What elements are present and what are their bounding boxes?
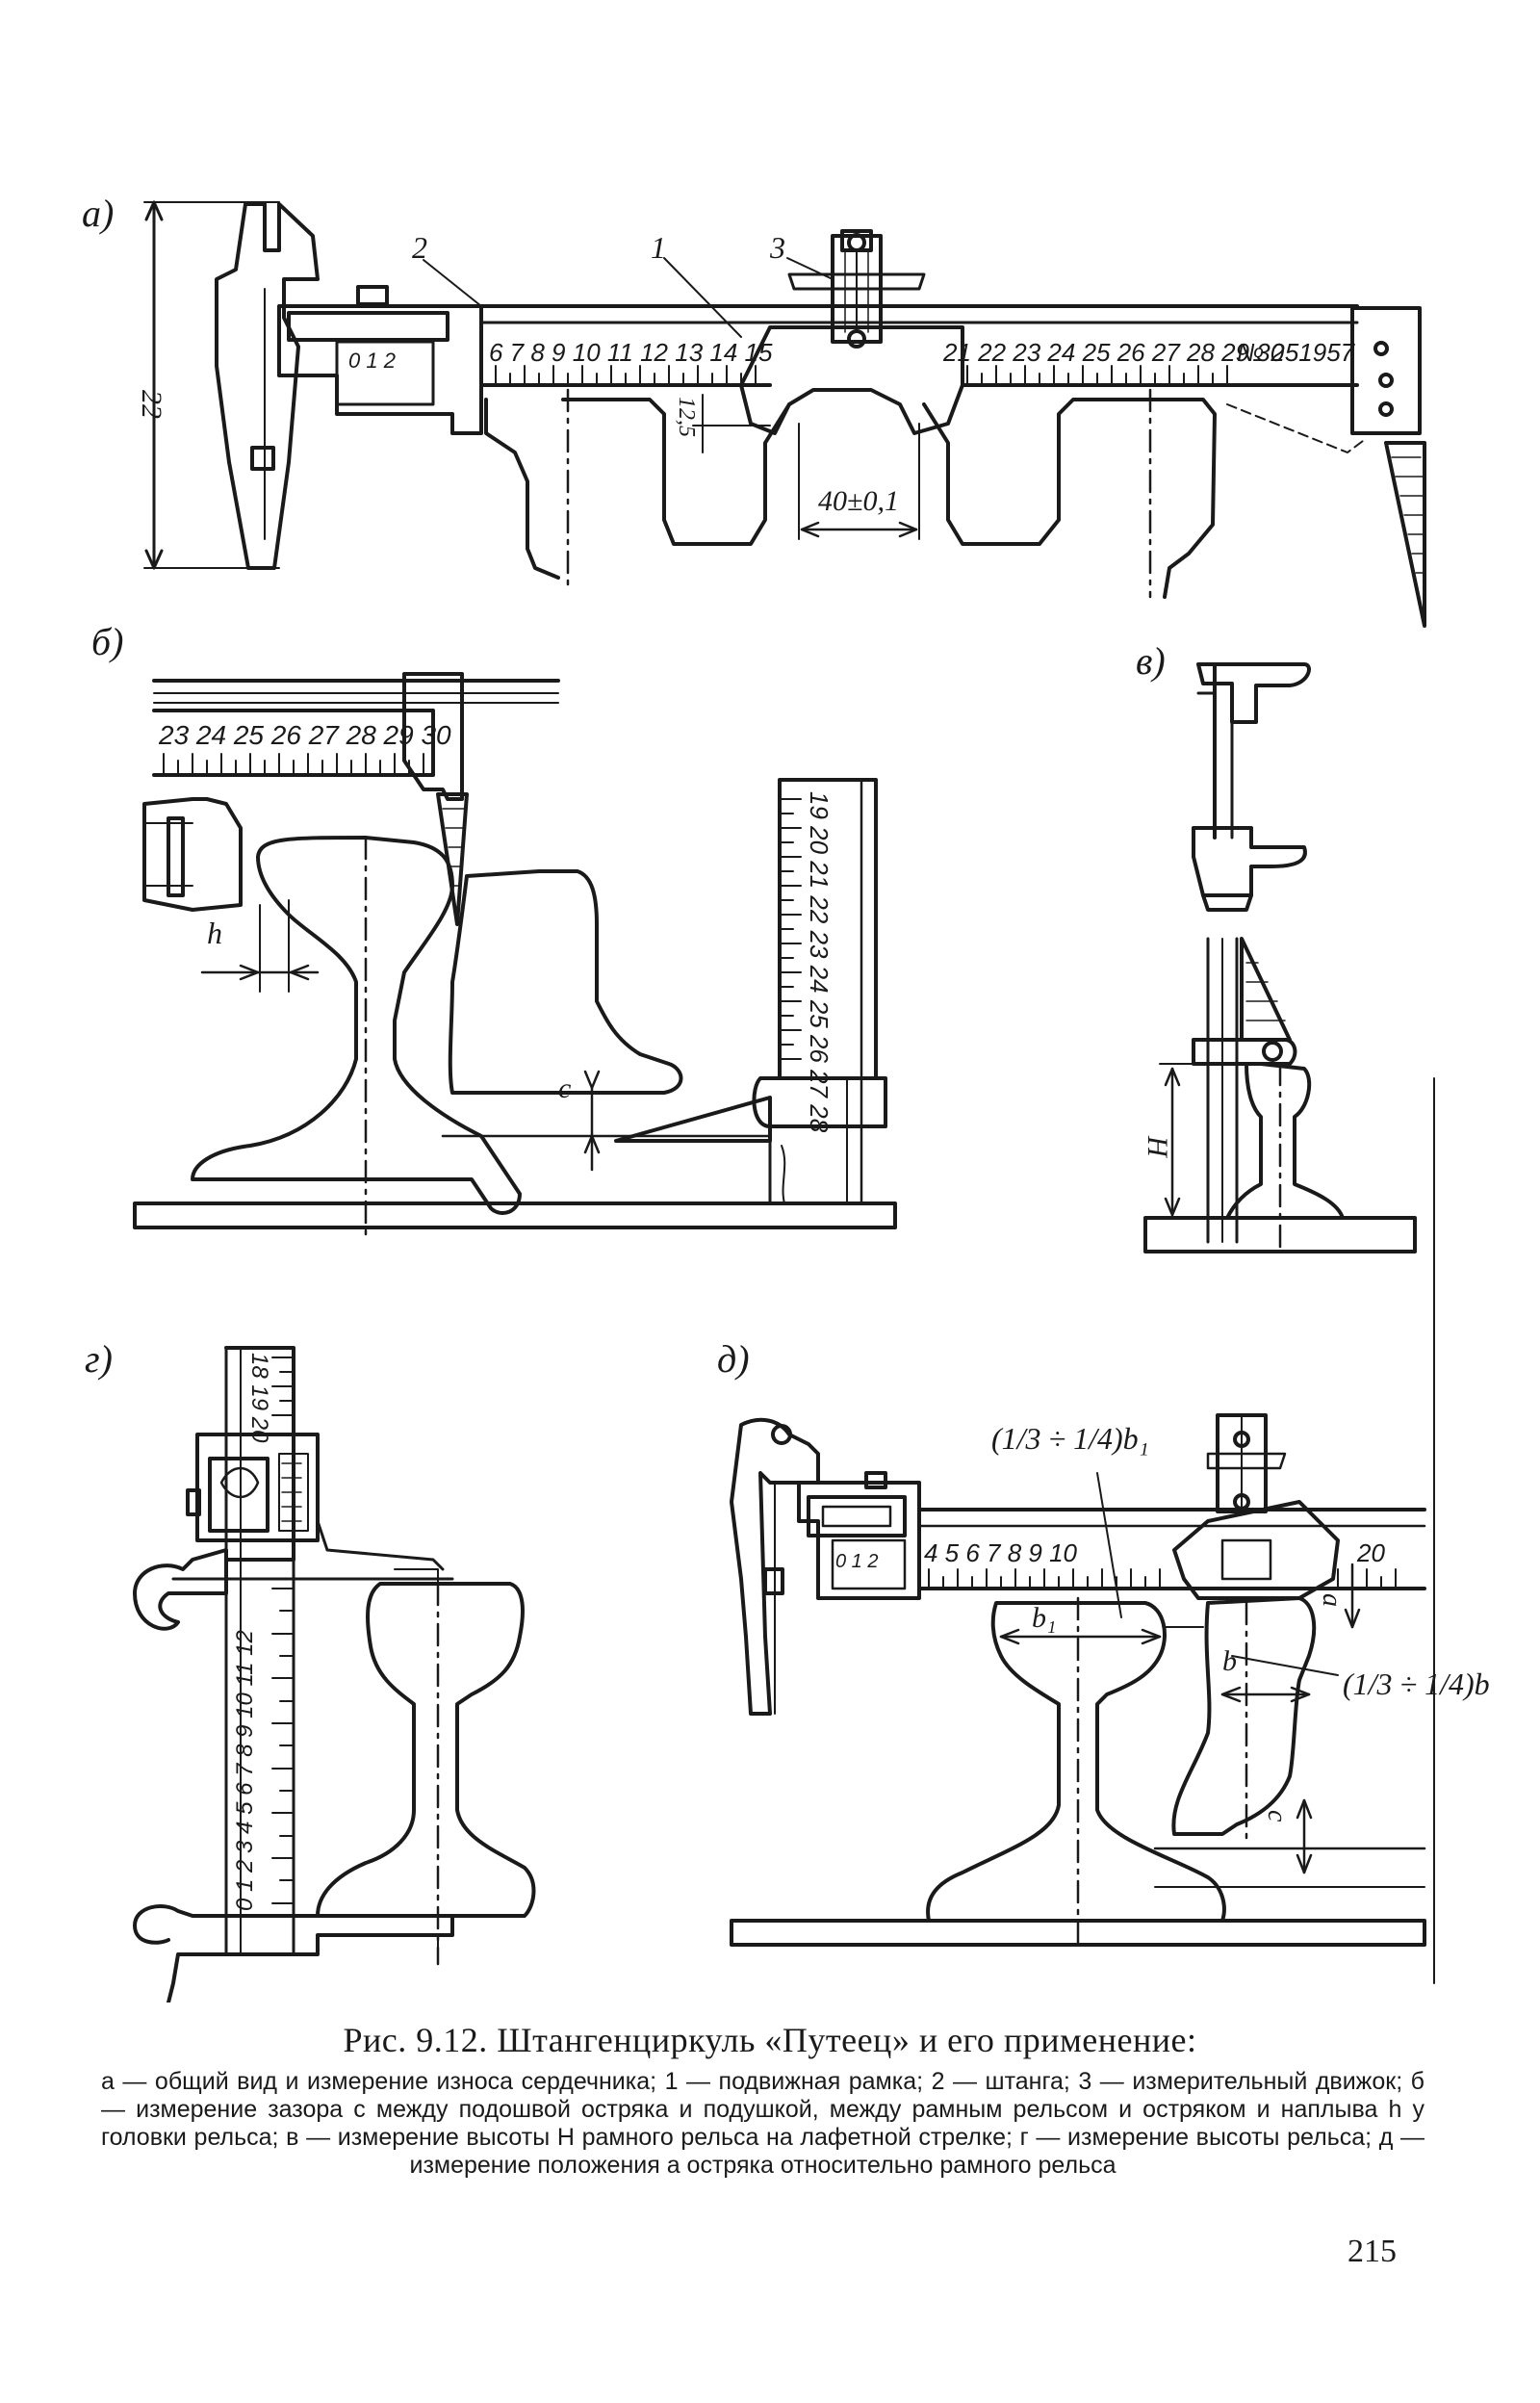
panel-a-height-label: 22 (136, 390, 167, 419)
panel-a-letter: а) (82, 192, 114, 235)
figure-caption-title: Рис. 9.12. Штангенциркуль «Путеец» и его… (343, 2021, 1197, 2059)
panel-v-letter: в) (1136, 639, 1166, 683)
page-number: 215 (1348, 2234, 1397, 2269)
panel-a-drawing (143, 200, 1426, 628)
dim-h: h (207, 916, 222, 950)
panel-g-letter: г) (85, 1337, 113, 1381)
panel-d-drawing (730, 1413, 1426, 1947)
panel-d-scale: 4 5 6 7 8 9 10 (924, 1538, 1078, 1567)
serial-number: № 251957 (1237, 338, 1356, 367)
panel-g-scale-v: 0 1 2 3 4 5 6 7 8 9 10 11 12 (232, 1630, 258, 1911)
panel-b-scale-v: 19 20 21 22 23 24 25 26 27 28 (805, 791, 834, 1133)
panel-v-drawing (1143, 662, 1435, 1984)
panel-d-letter: д) (717, 1337, 750, 1381)
callout-1: 1 (651, 230, 666, 265)
panel-g-drawing (133, 1346, 536, 2002)
dim-40: 40±0,1 (818, 485, 899, 517)
fraction-b: (1/3 ÷ 1/4)b (1343, 1667, 1490, 1701)
callout-3: 3 (769, 230, 785, 265)
fraction-b1: (1/3 ÷ 1/4)b₁ (991, 1421, 1149, 1456)
dim-b: b (1222, 1645, 1237, 1677)
panel-b-dim-c: c (558, 1072, 571, 1104)
figure-caption-body: а — общий вид и измерение износа сердечн… (101, 2068, 1424, 2179)
dim-H: H (1142, 1135, 1173, 1159)
callout-2: 2 (412, 230, 427, 265)
dim-b1: b₁ (1032, 1602, 1056, 1634)
panel-b-drawing (133, 672, 897, 1244)
panel-d-vernier: 0 1 2 (835, 1551, 878, 1572)
panel-b-scale-h: 23 24 25 26 27 28 29 30 (158, 720, 451, 750)
scale-right-labels: 21 22 23 24 25 26 27 28 29 30 (942, 338, 1285, 367)
figure-9-12: а) 22 2 1 3 6 7 8 9 10 11 12 13 14 15 21… (82, 192, 1490, 2002)
panel-d-scale-end: 20 (1356, 1538, 1385, 1567)
panel-b-letter: б) (91, 620, 123, 663)
dim-a: a (1317, 1593, 1347, 1607)
scale-left-labels: 6 7 8 9 10 11 12 13 14 15 (489, 338, 773, 367)
panel-a-vernier: 0 1 2 (348, 349, 396, 373)
dim-12-5: 12,5 (674, 397, 699, 437)
panel-g-scale-top: 18 19 20 (246, 1353, 272, 1443)
panel-d-dim-c: c (1262, 1810, 1292, 1822)
